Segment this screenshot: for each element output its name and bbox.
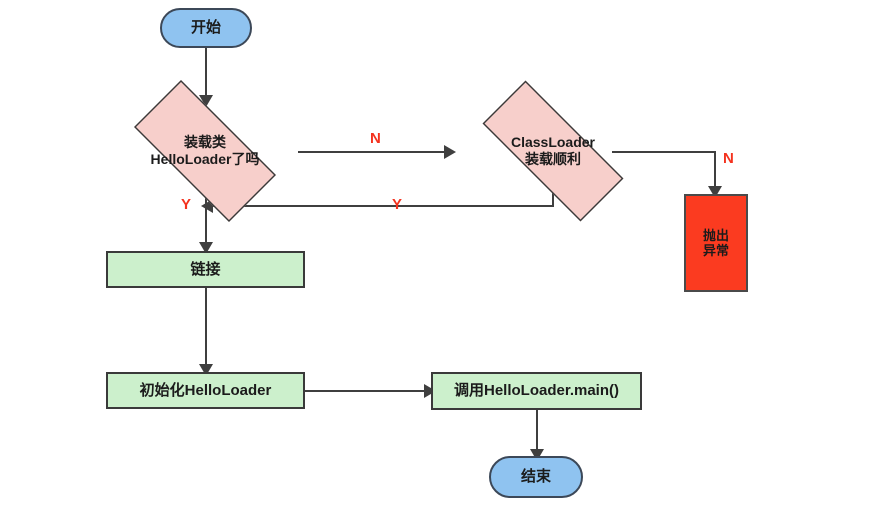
throw-exception-line2: 异常: [702, 243, 729, 258]
decision-loaded-label: 装载类 HelloLoader了吗: [110, 104, 300, 198]
edge-loaded-no-horizontal: [298, 151, 450, 153]
decision-loaded-line2: HelloLoader了吗: [150, 151, 260, 167]
edge-call-main-to-end: [536, 410, 538, 456]
decision-classloader-line1: ClassLoader: [510, 133, 596, 150]
node-throw-exception[interactable]: 抛出 异常: [684, 194, 748, 292]
edge-classloader-yes-vertical: [552, 186, 554, 207]
edge-start-to-decision-loaded: [205, 48, 207, 100]
node-call-main[interactable]: 调用HelloLoader.main(): [431, 372, 642, 410]
node-start[interactable]: 开始: [160, 8, 252, 48]
node-init[interactable]: 初始化HelloLoader: [106, 372, 305, 409]
node-link[interactable]: 链接: [106, 251, 305, 288]
node-call-main-label: 调用HelloLoader.main(): [453, 382, 620, 400]
node-start-label: 开始: [190, 19, 221, 37]
throw-exception-line1: 抛出: [702, 227, 729, 243]
edge-label-loaded-yes: Y: [181, 196, 192, 213]
decision-loaded-line1: 装载类: [184, 133, 226, 150]
edge-link-to-init: [205, 288, 207, 372]
edge-loaded-yes-vertical: [205, 186, 207, 248]
decision-classloader-line2: 装载顺利: [525, 151, 581, 167]
node-init-label: 初始化HelloLoader: [139, 381, 272, 399]
edge-classloader-no-horizontal: [612, 151, 716, 153]
arrowhead-decision-classloader: [444, 145, 456, 159]
node-decision-classloader[interactable]: ClassLoader 装载顺利: [455, 80, 651, 222]
edge-label-classloader-yes: Y: [392, 196, 403, 213]
node-link-label: 链接: [190, 260, 221, 278]
decision-classloader-label: ClassLoader 装载顺利: [455, 108, 651, 194]
edge-label-loaded-no: N: [370, 130, 381, 147]
edge-classloader-yes-horizontal: [206, 205, 553, 207]
node-end-label: 结束: [520, 468, 551, 486]
edge-label-classloader-no: N: [723, 150, 734, 167]
edge-init-to-call-main: [305, 390, 431, 392]
edge-classloader-no-vertical: [714, 151, 716, 195]
node-decision-loaded[interactable]: 装载类 HelloLoader了吗: [110, 80, 300, 222]
node-end[interactable]: 结束: [489, 456, 583, 498]
